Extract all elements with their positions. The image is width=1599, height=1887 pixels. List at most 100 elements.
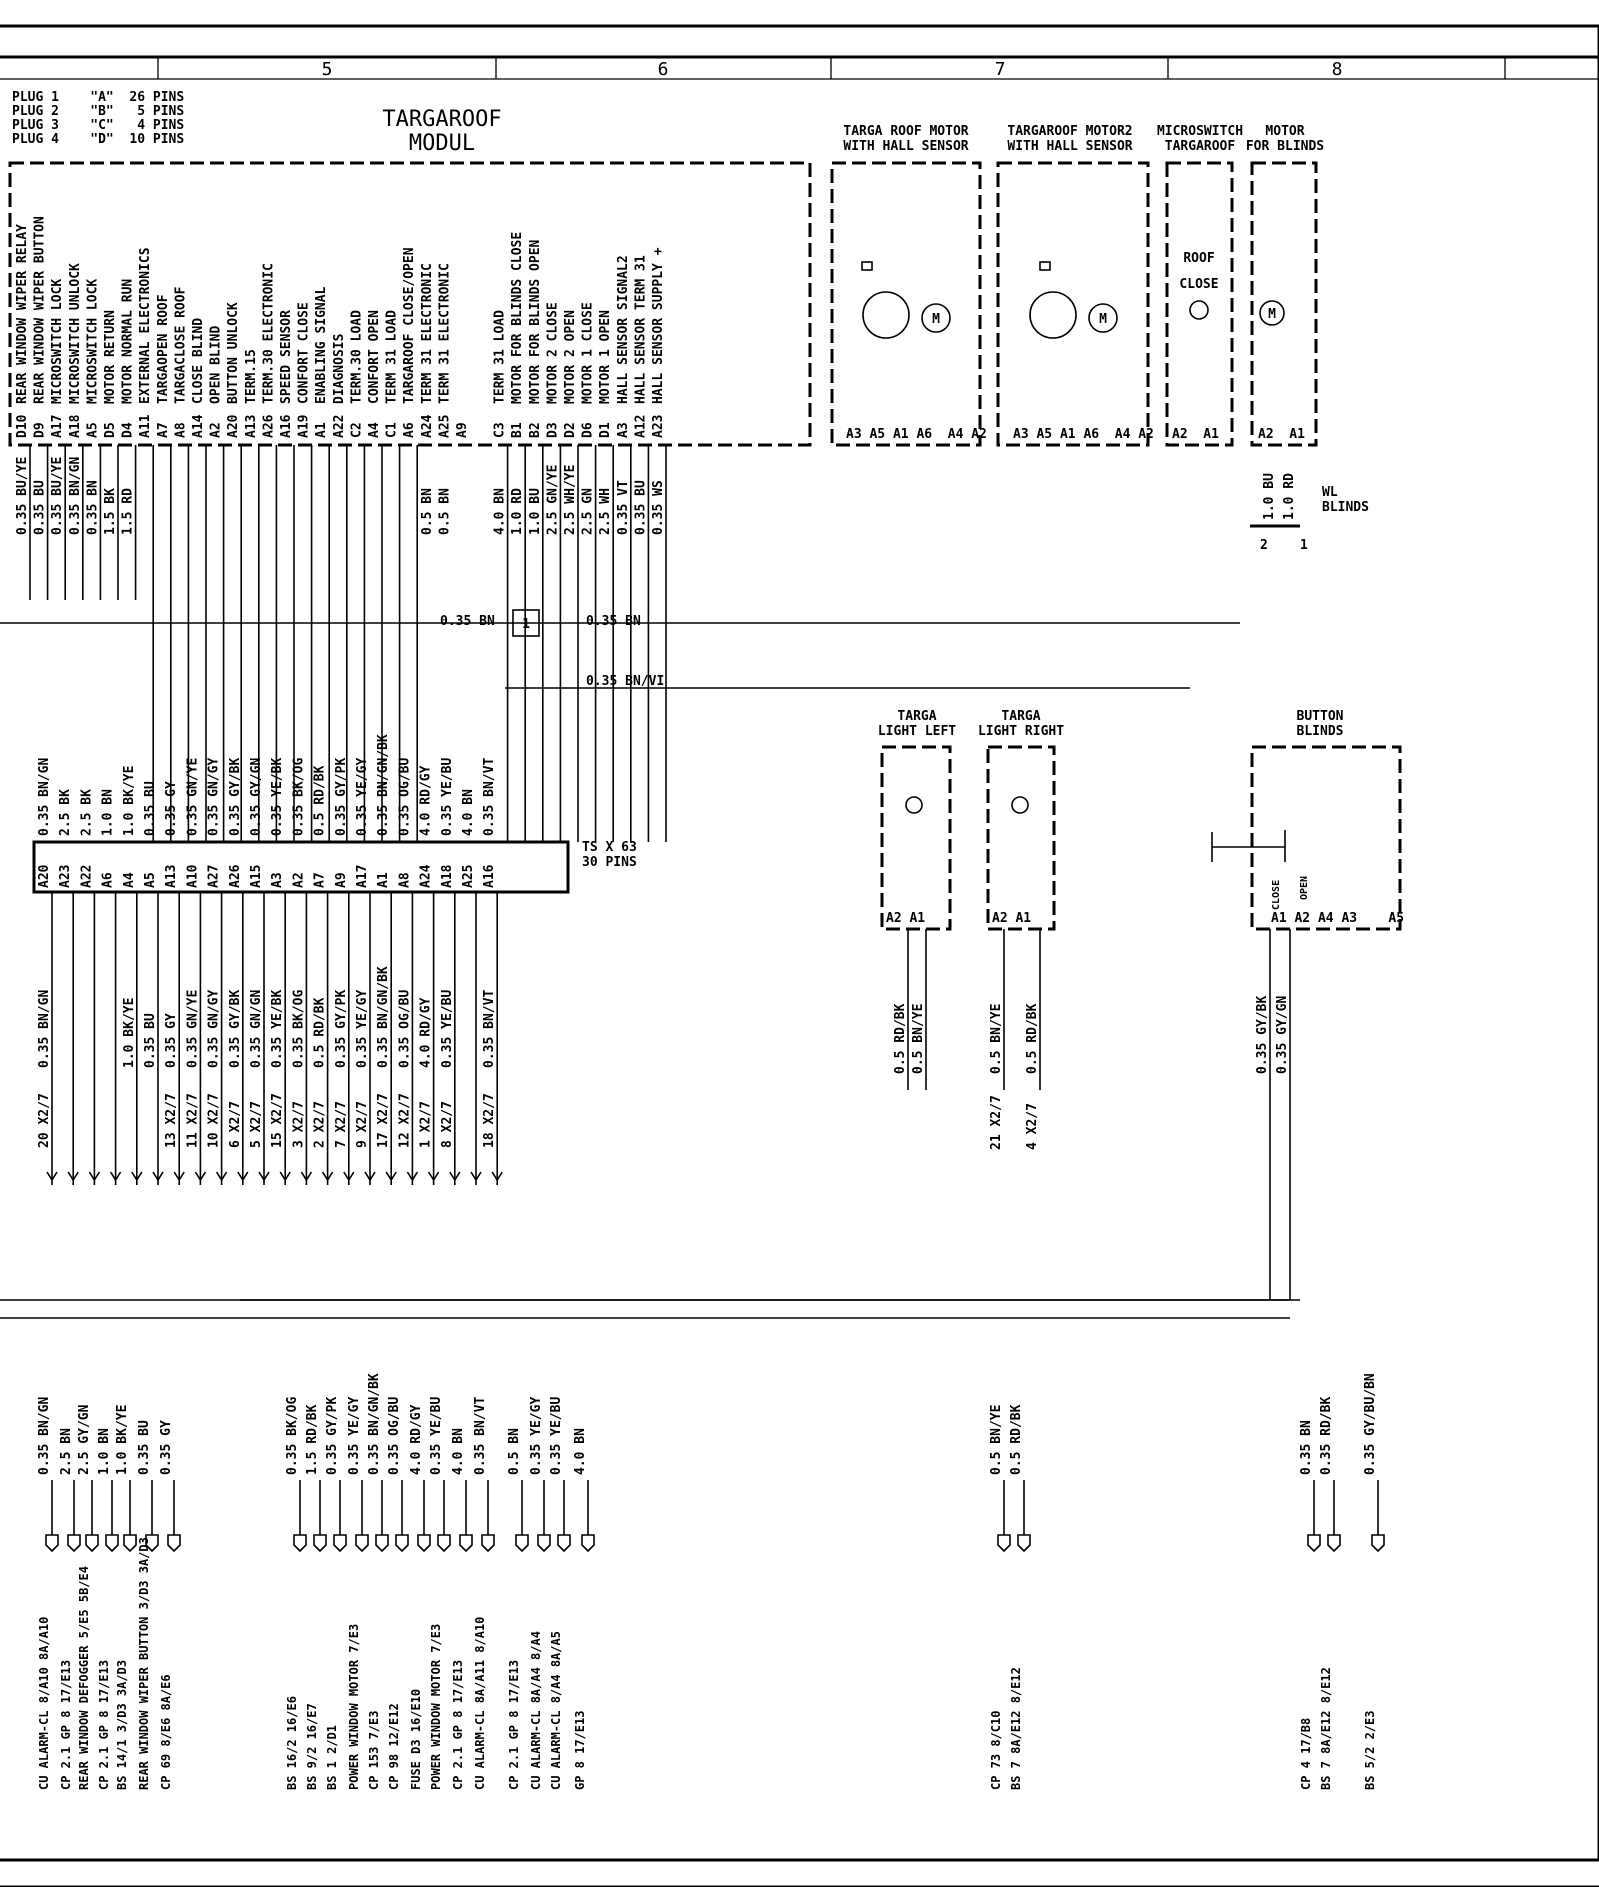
module-wire-label: 0.35 WS	[651, 480, 666, 535]
module-wire-label: 2.5 WH/YE	[563, 465, 578, 535]
ts-pin-number: A9	[334, 872, 349, 888]
module-pin-function: SPEED SENSOR	[279, 310, 294, 404]
terminal-destination: REAR WINDOW WIPER BUTTON 3/D3 3A/D3	[137, 1537, 151, 1790]
module-wire-label: 2.5 WH	[598, 488, 613, 535]
module-pin-number: A1	[314, 422, 329, 438]
lower-wire-label: 0.35 BK/OG	[291, 990, 306, 1068]
lower-wire-label: 0.35 BN/GN	[37, 990, 52, 1068]
ts-wire-label: 0.35 GY/GN	[249, 758, 264, 836]
module-pin-function: EXTERNAL ELECTRONICS	[138, 247, 153, 404]
motor1-subtitle: WITH HALL SENSOR	[843, 139, 968, 154]
module-pin-function: TERM.15	[244, 349, 259, 404]
terminal-destination: BS 7 8A/E12 8/E12	[1009, 1667, 1023, 1790]
connector-pin-icon	[258, 1171, 270, 1182]
module-pin-function: CLOSE BLIND	[191, 318, 206, 404]
terminal-destination: CP 2.1 GP 8 17/E13	[451, 1660, 465, 1790]
module-wire-label: 4.0 BN	[493, 488, 508, 535]
terminal-arrow-icon	[333, 1534, 347, 1553]
column-number: 8	[1332, 59, 1343, 80]
terminal-wire-label: 0.35 BN	[1299, 1420, 1314, 1475]
roof-label: ROOF	[1183, 251, 1214, 266]
module-pin-number: A20	[226, 414, 241, 438]
light-left-subtitle: LIGHT LEFT	[878, 724, 956, 739]
module-pin-number: A4	[367, 422, 382, 438]
module-pin-number: A13	[244, 415, 259, 438]
ts-pin-number: A17	[355, 865, 370, 888]
microswitch-title: MICROSWITCH	[1157, 124, 1243, 139]
module-pin-number: A5	[85, 422, 100, 438]
plug-legend: PLUG 1 "A" 26 PINS PLUG 2 "B" 5 PINS PLU…	[12, 90, 184, 147]
wire-label: 0.35 BN/VI	[586, 674, 664, 689]
connector-pin-icon	[364, 1171, 376, 1182]
ts-pin-number: A6	[101, 872, 116, 888]
terminal-wire-label: 0.35 BK/OG	[285, 1397, 300, 1475]
module-pin-number: A11	[138, 414, 153, 438]
ts-wire-label: 0.35 YE/BK	[270, 758, 285, 836]
terminal-arrow-icon	[1017, 1534, 1031, 1553]
terminal-destination: CP 2.1 GP 8 17/E13	[97, 1660, 111, 1790]
module-pin-function: TERM.30 LOAD	[349, 310, 364, 404]
module-pin-number: D6	[581, 422, 596, 438]
module-pin-function: TERM 31 LOAD	[385, 310, 400, 404]
ts-pin-number: A23	[58, 865, 73, 888]
lower-wire-label: 4.0 RD/GY	[419, 997, 434, 1068]
module-pin-number: D3	[545, 422, 560, 438]
module-wire-label: 0.35 BN/GN	[68, 457, 83, 535]
module-pin-number: A7	[156, 422, 171, 438]
module-pin-function: TARGAOPEN ROOF	[156, 294, 171, 404]
connector-pin-icon	[109, 1171, 122, 1182]
blind-motor-pins: A2 A1	[1258, 427, 1305, 442]
terminal-destination: CP 4 17/B8	[1299, 1718, 1313, 1790]
light-right: TARGA LIGHT RIGHT A2 A1	[978, 709, 1064, 931]
light-wire-label: 0.5 RD/BK	[1025, 1003, 1040, 1074]
lower-wire-label: 0.35 GY/PK	[334, 990, 349, 1068]
module-wire-label: 0.35 BN	[85, 480, 100, 535]
module-pin-function: MOTOR RETURN	[103, 310, 118, 404]
terminal-wire-label: 0.5 RD/BK	[1009, 1404, 1024, 1475]
terminal-destination: BS 14/1 3/D3 3A/D3	[115, 1660, 129, 1790]
terminal-arrow-icon	[395, 1534, 409, 1553]
module-pin-function: CONFORT OPEN	[367, 310, 382, 404]
ts-wire-label: 2.5 BK	[58, 789, 73, 836]
module-pin-function: MOTOR 1 OPEN	[598, 310, 613, 404]
module-wire-label: 1.5 BK	[103, 488, 118, 535]
module-pin-function: ENABLING SIGNAL	[314, 286, 329, 404]
column-numbers: 5 6 7 8	[322, 59, 1343, 80]
terminal-destination: BS 16/2 16/E6	[285, 1696, 299, 1790]
module-pin-number: A17	[50, 415, 65, 438]
terminal-wire-label: 2.5 BN	[59, 1428, 74, 1475]
motor-icon	[1029, 291, 1077, 339]
module-pin-function: MICROSWITCH LOCK	[50, 279, 65, 404]
module-wire-label: 1.0 RD	[510, 488, 525, 535]
x2-reference: 7 X2/7	[334, 1101, 349, 1148]
terminal-arrow-icon	[417, 1534, 431, 1553]
ts-wire-label: 0.5 RD/BK	[313, 765, 328, 836]
drawing-frame	[0, 24, 1599, 1887]
terminal-wire-label: 0.35 RD/BK	[1319, 1397, 1334, 1475]
module-pin-number: A22	[332, 415, 347, 438]
svg-text:M: M	[932, 312, 940, 327]
light-right-subtitle: LIGHT RIGHT	[978, 724, 1064, 739]
light-wire-label: 0.5 BN/YE	[911, 1004, 926, 1074]
module-pin-number: B2	[528, 422, 543, 438]
open-label: OPEN	[1299, 876, 1310, 900]
ts-pin-number: A18	[440, 864, 455, 888]
button-blinds-subtitle: BLINDS	[1297, 724, 1344, 739]
terminal-wire-label: 0.35 BN/VT	[473, 1397, 488, 1475]
motor1-title: TARGA ROOF MOTOR	[843, 124, 968, 139]
terminal-destination: CP 2.1 GP 8 17/E13	[59, 1660, 73, 1790]
plug-line: PLUG 1 "A" 26 PINS	[12, 90, 184, 105]
terminal-wire-label: 0.5 BN/YE	[989, 1405, 1004, 1475]
ts-wire-label: 0.35 OG/BU	[397, 758, 412, 836]
terminal-wire-label: 4.0 RD/GY	[409, 1404, 424, 1475]
close-label: CLOSE	[1179, 277, 1218, 292]
connector-pin-icon	[300, 1171, 313, 1182]
x2-reference: 8 X2/7	[440, 1101, 455, 1148]
module-wire-label: 0.35 BU/YE	[15, 457, 30, 535]
ts-pin-number: A7	[313, 872, 328, 888]
module-pin-number: A14	[191, 414, 206, 438]
module-pin-function: TARGACLOSE ROOF	[173, 286, 188, 404]
blinds-label: BLINDS	[1322, 500, 1369, 515]
light-left: TARGA LIGHT LEFT A2 A1	[878, 709, 956, 931]
